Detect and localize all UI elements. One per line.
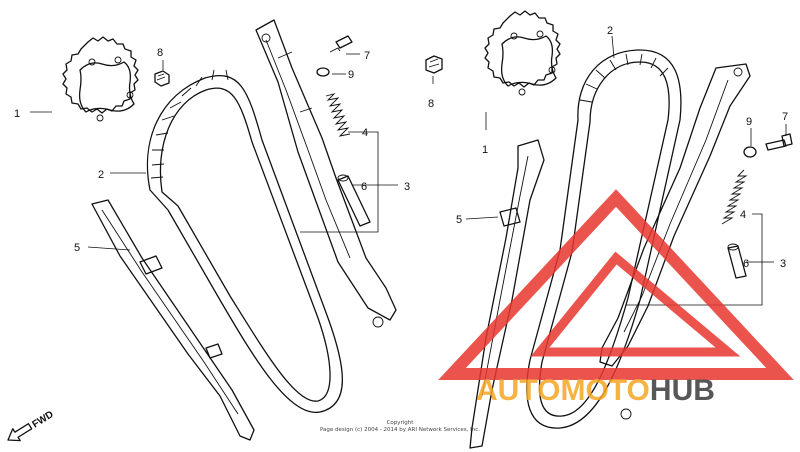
right-callout-6: 6: [743, 258, 749, 270]
left-callout-7: 7: [364, 50, 370, 62]
left-callout-3: 3: [404, 181, 410, 193]
right-callout-2: 2: [607, 25, 613, 37]
right-cam-sprocket: [484, 10, 561, 96]
left-bolt-7: [329, 35, 353, 53]
right-spring: [721, 169, 748, 225]
left-chain-guide: [91, 199, 255, 441]
watermark-triangle-icon: [438, 189, 794, 380]
right-assembly: [425, 10, 793, 449]
right-tensioner-arm: [599, 63, 751, 420]
left-callout-1: 1: [14, 108, 20, 120]
right-callout-1: 1: [482, 144, 488, 156]
right-collar: [727, 243, 747, 279]
right-callout-3: 3: [780, 258, 786, 270]
left-callout-4: 4: [362, 127, 368, 139]
automotohub-watermark: AUTOMOTOHUB: [438, 189, 794, 407]
copyright-line: Page design (c) 2004 - 2014 by ARI Netwo…: [320, 427, 480, 433]
left-callout-2: 2: [98, 169, 104, 181]
left-cam-sprocket: [62, 36, 139, 122]
right-chain-guide: [469, 139, 545, 449]
right-callout-5: 5: [456, 214, 462, 226]
left-cam-chain: [146, 69, 344, 413]
left-collar: [337, 174, 371, 227]
right-callout-9: 9: [746, 116, 752, 128]
left-tensioner-arm: [255, 19, 397, 328]
right-cam-chain: [526, 49, 682, 429]
left-bolt: [154, 70, 170, 87]
left-callout-8: 8: [157, 47, 163, 59]
left-callout-5: 5: [74, 242, 80, 254]
left-assembly: [30, 19, 398, 441]
fwd-direction-marker: FWD: [7, 409, 56, 442]
left-washer-9: [316, 67, 330, 77]
left-callout-9: 9: [348, 69, 354, 81]
copyright-title: Copyright: [387, 420, 415, 426]
watermark-word-auto: AUTOMOTOHUB: [476, 374, 715, 407]
right-callout-8: 8: [428, 98, 434, 110]
left-callout-6: 6: [361, 181, 367, 193]
right-callout-7: 7: [782, 111, 788, 123]
fwd-label: FWD: [30, 409, 55, 430]
right-bolt: [425, 55, 443, 74]
fwd-arrow-icon: [7, 423, 33, 442]
right-bolt-7: [765, 133, 793, 151]
left-spring: [325, 93, 351, 137]
right-washer-9: [743, 146, 757, 158]
right-callout-4: 4: [740, 209, 746, 221]
